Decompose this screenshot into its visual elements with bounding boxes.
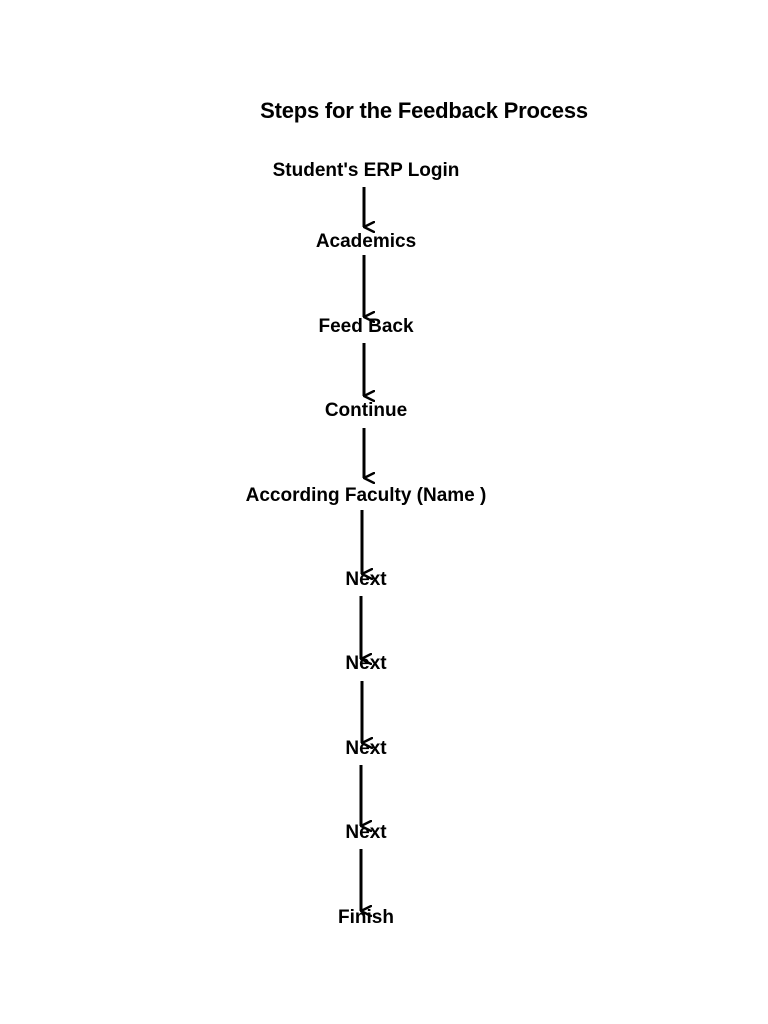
step-next-2: Next (345, 653, 387, 674)
step-according-faculty: According Faculty (Name ) (245, 485, 487, 506)
step-erp-login: Student's ERP Login (272, 160, 460, 181)
step-next-1: Next (345, 569, 387, 590)
step-continue: Continue (324, 400, 408, 421)
step-feed-back: Feed Back (318, 316, 414, 337)
step-finish: Finish (338, 907, 394, 928)
step-next-4: Next (345, 822, 387, 843)
step-next-3: Next (345, 738, 387, 759)
diagram-title: Steps for the Feedback Process (260, 98, 588, 123)
step-academics: Academics (315, 231, 417, 252)
